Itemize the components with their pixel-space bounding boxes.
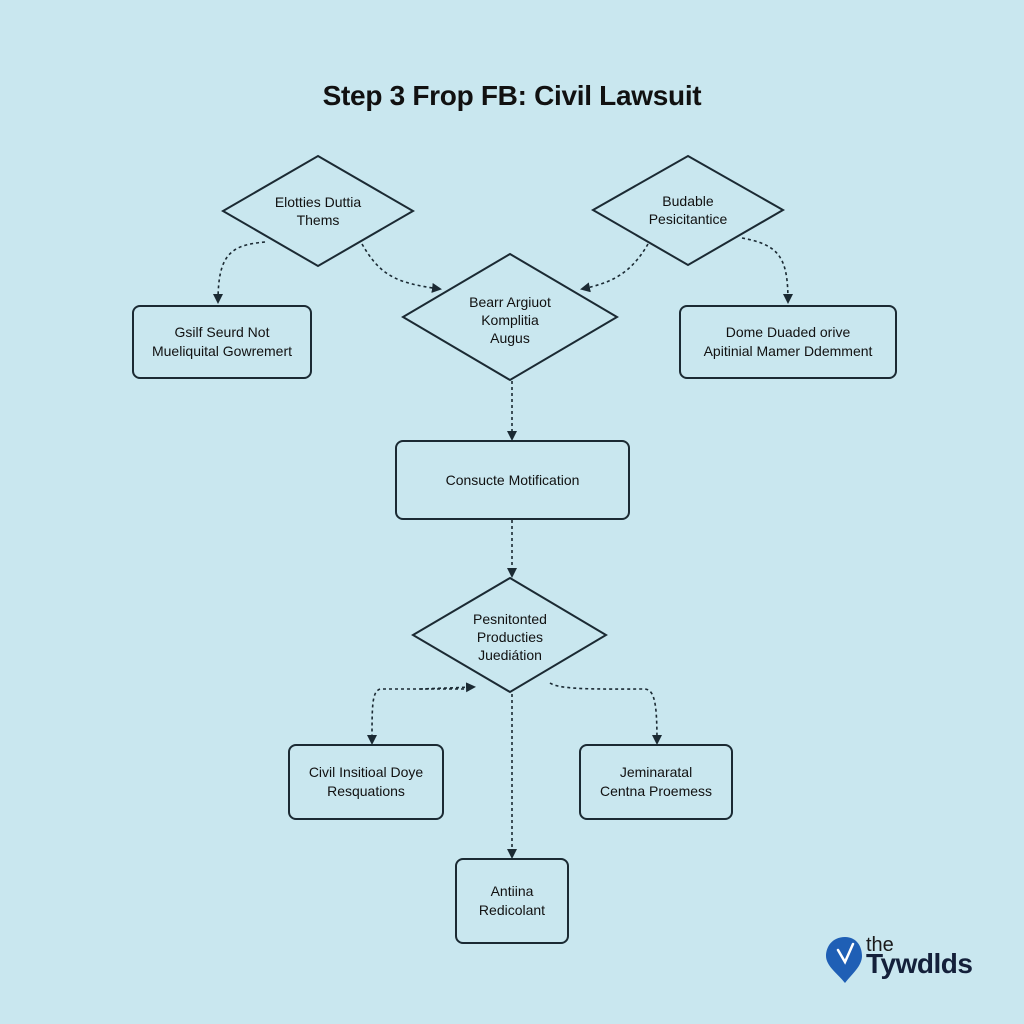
connector-lower-to-bottomleft [367,688,470,745]
box-left: Gsilf Seurd Not Mueliquital Gowremert [132,305,312,379]
map-pin-icon [826,937,862,983]
decision-diamond-center [401,252,619,382]
node-label-center: Bearr Argiuot Komplitia Augus [469,294,551,346]
decision-diamond-lower [411,576,608,694]
connector-topleft-to-center [361,243,442,293]
box-bottom-right: Jeminaratal Centna Proemess [579,744,733,820]
connector-lower-to-bottomright [549,682,662,745]
connector-topleft-to-leftbox [213,241,266,304]
logo-wordmark: Tywdlds [866,948,973,979]
decision-diamond-top-left [221,154,415,268]
connector-topright-to-center [580,243,649,293]
box-bottom-left: Civil Insitioal Doye Resquations [288,744,444,820]
node-label-lower: Pesnitonted Producties Juediátion [473,611,547,663]
node-label-top-left: Elotties Duttia Thems [274,194,362,228]
connector-lower-left-arrowhead [419,682,476,693]
brand-logo: the Tywdlds [826,934,986,984]
box-bottom-center: Antiina Redicolant [455,858,569,944]
box-right: Dome Duaded orive Apitinial Mamer Ddemme… [679,305,897,379]
connector-topright-to-rightbox [741,237,793,304]
logo-small-text: the [866,934,894,956]
diagram-title: Step 3 Frop FB: Civil Lawsuit [322,80,702,111]
decision-diamond-top-right [590,154,786,267]
box-middle: Consucte Motification [395,440,630,520]
node-label-top-right: Budable Pesicitantice [648,193,728,227]
